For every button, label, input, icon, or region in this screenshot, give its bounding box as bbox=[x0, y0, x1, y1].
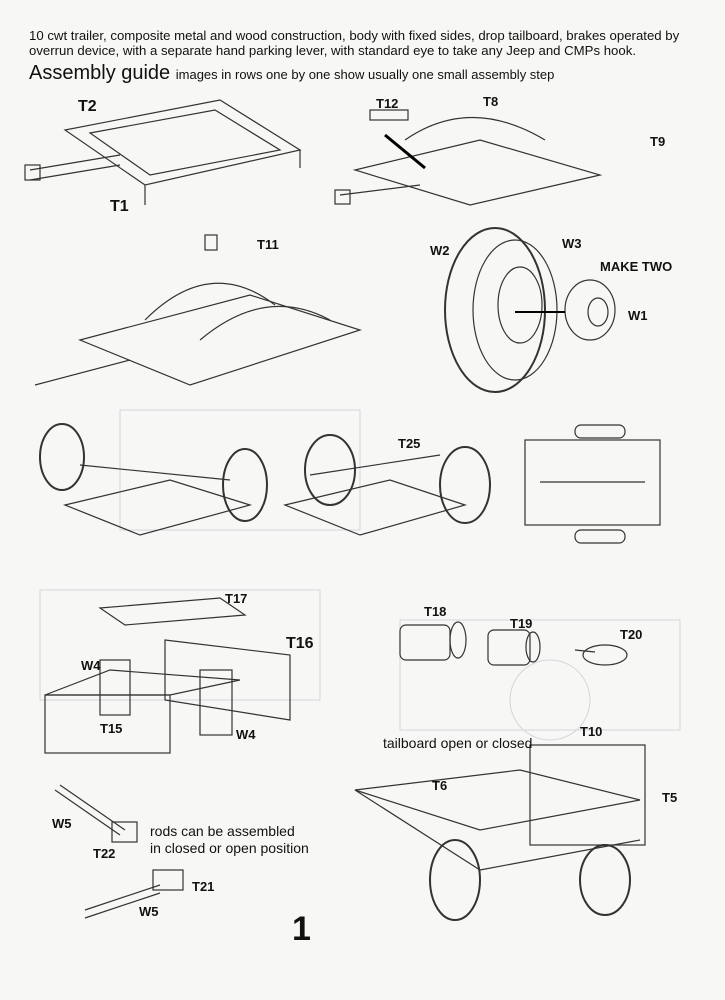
part-label-w4: W4 bbox=[81, 658, 101, 673]
finished-trailer-drawing bbox=[354, 744, 646, 921]
page-title: Assembly guide images in rows one by one… bbox=[29, 62, 554, 85]
part-label-t10: T10 bbox=[580, 724, 603, 739]
part-label-t20: T20 bbox=[620, 627, 643, 642]
brake-parts-drawing bbox=[399, 621, 628, 666]
intro-text: 10 cwt trailer, composite metal and wood… bbox=[29, 28, 680, 58]
part-label-t9: T9 bbox=[650, 134, 666, 149]
part-label-t1: T1 bbox=[110, 198, 129, 215]
page-number: 1 bbox=[292, 910, 311, 948]
part-label-t17: T17 bbox=[225, 591, 248, 606]
part-label-w5: W5 bbox=[139, 904, 159, 919]
part-label-t5: T5 bbox=[662, 790, 678, 805]
axle-wheels-drawing-1 bbox=[39, 423, 268, 536]
part-label-w1: W1 bbox=[628, 308, 648, 323]
chassis-with-springs-drawing bbox=[34, 234, 362, 386]
tailboard-note: tailboard open or closed bbox=[383, 735, 533, 751]
part-label-t25: T25 bbox=[398, 436, 421, 451]
part-label-t2: T2 bbox=[78, 98, 97, 115]
part-label-w5: W5 bbox=[52, 816, 72, 831]
rod-drawings bbox=[54, 784, 184, 919]
rods-note-line2: in closed or open position bbox=[150, 840, 309, 856]
part-label-w2: W2 bbox=[430, 243, 450, 258]
part-label-t11: T11 bbox=[257, 237, 279, 252]
part-label-t8: T8 bbox=[483, 94, 499, 109]
part-label-t6: T6 bbox=[432, 778, 448, 793]
part-label-t22: T22 bbox=[93, 846, 116, 861]
rods-note-line1: rods can be assembled bbox=[150, 823, 295, 839]
axle-wheels-drawing-2 bbox=[283, 434, 491, 536]
wheel-drawing bbox=[444, 227, 616, 393]
part-label-t21: T21 bbox=[192, 879, 215, 894]
body-box-drawing bbox=[44, 597, 291, 754]
title-text: Assembly guide bbox=[29, 62, 171, 84]
part-label-w3: W3 bbox=[562, 236, 582, 251]
chassis-frame-drawing bbox=[24, 99, 302, 205]
part-label-w4: W4 bbox=[236, 727, 256, 742]
chassis-springs-drawing bbox=[334, 109, 603, 206]
make-two-label: MAKE TWO bbox=[600, 259, 673, 274]
part-label-t16: T16 bbox=[286, 635, 314, 652]
part-label-t18: T18 bbox=[424, 604, 447, 619]
part-label-t15: T15 bbox=[100, 721, 123, 736]
part-label-t12: T12 bbox=[376, 96, 399, 111]
part-label-t19: T19 bbox=[510, 616, 533, 631]
chassis-top-view-drawing bbox=[524, 424, 661, 544]
subtitle: images in rows one by one show usually o… bbox=[175, 67, 555, 82]
